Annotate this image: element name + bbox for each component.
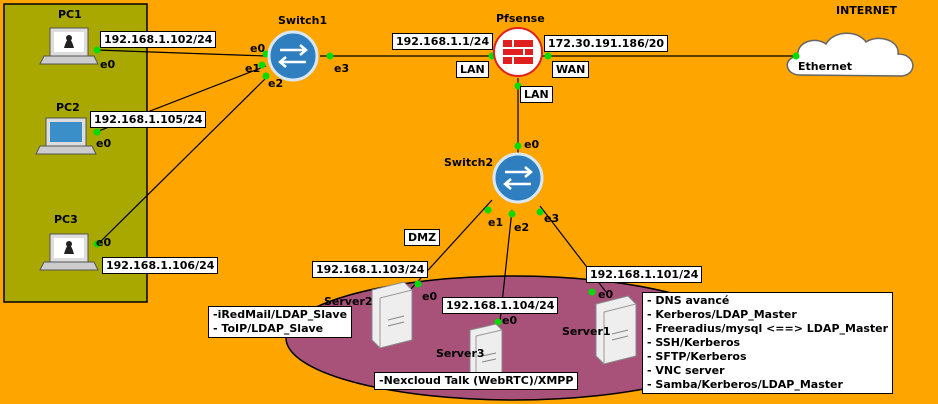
switch2-port-e3: e3 [544, 212, 560, 225]
switch1-port-e3: e3 [334, 62, 350, 75]
server2-ip: 192.168.1.103/24 [312, 261, 429, 278]
server1-port: e0 [598, 288, 614, 301]
server3-ip: 192.168.1.104/24 [442, 297, 559, 314]
server2-icon[interactable] [371, 281, 413, 349]
pfsense-wan-tag: WAN [552, 61, 590, 78]
server2-port: e0 [422, 290, 438, 303]
pc3-ip: 192.168.1.106/24 [102, 257, 219, 274]
switch2-port-e1: e1 [488, 216, 504, 229]
pfsense-lan-tag: LAN [456, 61, 489, 78]
pc1-laptop-icon[interactable] [39, 27, 99, 65]
switch1-port-e0: e0 [250, 42, 266, 55]
switch2-port-e2: e2 [514, 221, 530, 234]
service-item: - SFTP/Kerberos [647, 350, 747, 363]
pfsense-name: Pfsense [496, 12, 545, 25]
server3-port: e0 [502, 314, 518, 327]
pc2-port: e0 [96, 137, 112, 150]
pc2-name: PC2 [56, 101, 80, 114]
pfsense-lan-ip: 192.168.1.1/24 [392, 33, 494, 50]
pc1-ip: 192.168.1.102/24 [100, 31, 217, 48]
switch1-name: Switch1 [278, 14, 328, 27]
switch1-port-e1: e1 [245, 62, 261, 75]
switch1-port-e2: e2 [268, 77, 284, 90]
service-item: - SSH/Kerberos [647, 336, 741, 349]
switch2-name: Switch2 [444, 156, 494, 169]
pc3-laptop-icon[interactable] [39, 233, 99, 271]
switch2-port-e0: e0 [524, 138, 540, 151]
pc2-laptop-icon[interactable] [35, 117, 97, 155]
pc3-port: e0 [96, 236, 112, 249]
service-item: - VNC server [647, 364, 725, 377]
server2-services: -iRedMail/LDAP_Slave - ToIP/LDAP_Slave [208, 306, 353, 338]
server3-services: -Nexcloud Talk (WebRTC)/XMPP [374, 372, 579, 390]
service-item: -Nexcloud Talk (WebRTC)/XMPP [379, 374, 574, 387]
service-item: - ToIP/LDAP_Slave [213, 322, 324, 335]
service-item: -iRedMail/LDAP_Slave [213, 308, 348, 321]
internet-label: INTERNET [836, 4, 898, 17]
pfsense-wan-ip: 172.30.191.186/20 [544, 35, 669, 52]
server1-services: - DNS avancé - Kerberos/LDAP_Master - Fr… [642, 292, 894, 394]
switch1-icon[interactable] [267, 30, 319, 82]
server3-name: Server3 [436, 347, 485, 360]
pc3-name: PC3 [54, 213, 78, 226]
switch2-icon[interactable] [492, 152, 544, 204]
service-item: - Freeradius/mysql <==> LDAP_Master [647, 322, 889, 335]
service-item: - Samba/Kerberos/LDAP_Master [647, 378, 843, 391]
server2-name: Server2 [324, 295, 373, 308]
cloud-port-label: Ethernet [798, 60, 853, 73]
pc1-name: PC1 [58, 8, 82, 21]
pfsense-lan2-tag: LAN [520, 86, 553, 103]
server1-icon[interactable] [595, 295, 637, 365]
server1-name: Server1 [562, 325, 611, 338]
service-item: - DNS avancé [647, 294, 730, 307]
firewall-icon[interactable] [493, 27, 543, 77]
pc2-ip: 192.168.1.105/24 [90, 111, 207, 128]
service-item: - Kerberos/LDAP_Master [647, 308, 797, 321]
server1-ip: 192.168.1.101/24 [586, 266, 703, 283]
pc1-port: e0 [100, 58, 116, 71]
dmz-label: DMZ [404, 229, 441, 246]
